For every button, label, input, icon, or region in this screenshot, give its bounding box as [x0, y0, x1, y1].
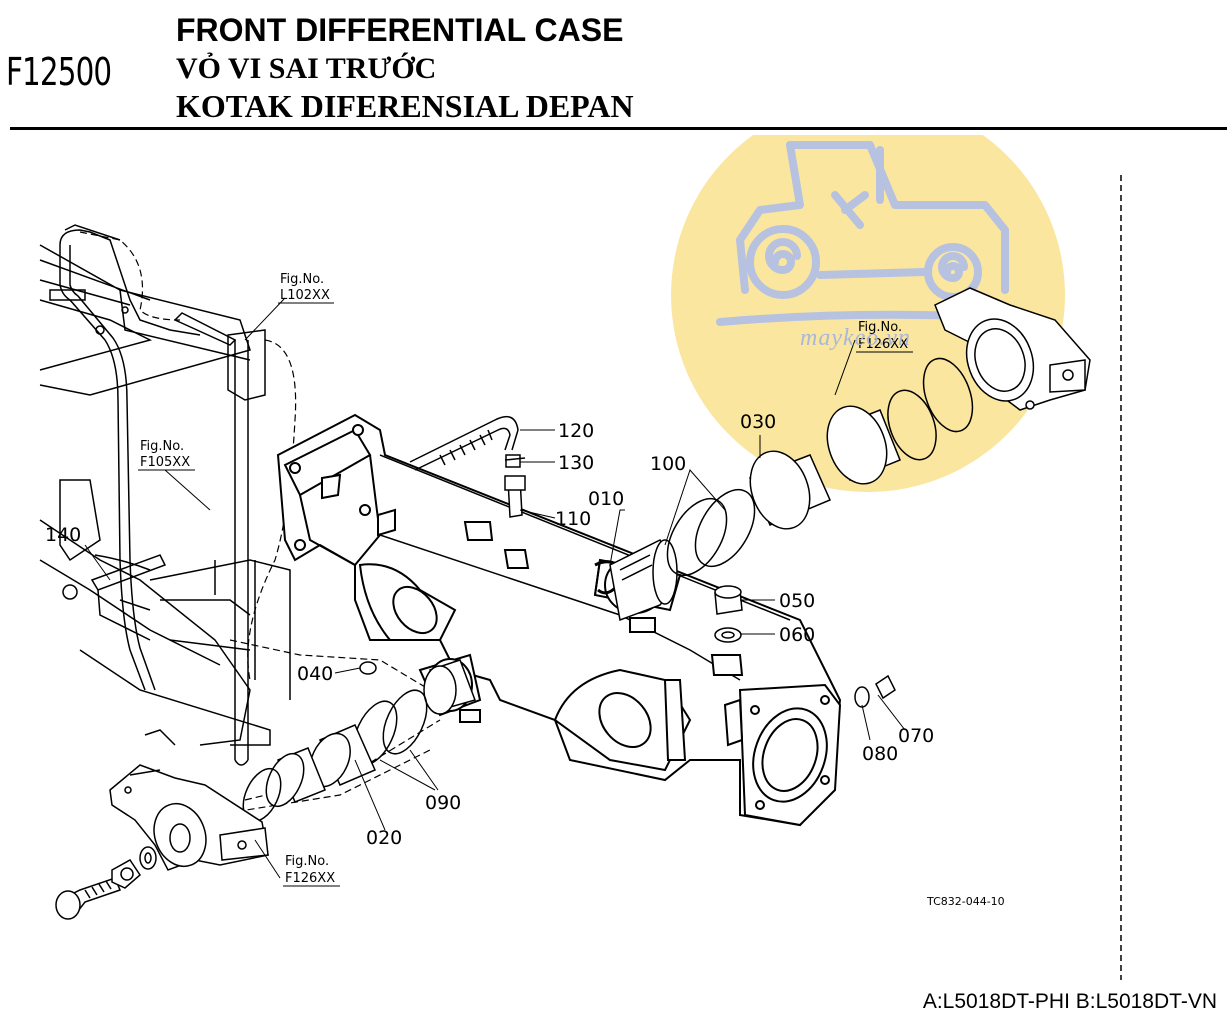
ref-code-f126-left: F126XX — [285, 871, 335, 886]
breather-tube-120 — [409, 415, 526, 471]
ref-code-l102: L102XX — [280, 288, 330, 303]
title-vietnamese: VỎ VI SAI TRƯỚC — [176, 52, 437, 85]
ref-label-f126-left: Fig.No. — [285, 854, 329, 869]
title-indonesian: KOTAK DIFERENSIAL DEPAN — [176, 88, 634, 124]
callout-130: 130 — [558, 452, 594, 474]
callout-080: 080 — [862, 743, 898, 765]
callout-020: 020 — [366, 827, 402, 849]
callout-070: 070 — [898, 725, 934, 747]
callout-010: 010 — [588, 488, 624, 510]
exploded-parts-diagram: 120 130 110 010 100 030 050 060 070 080 … — [39, 135, 1122, 980]
figure-references: Fig.No. L102XX Fig.No. F105XX Fig.No. F1… — [138, 272, 913, 887]
ref-code-f105: F105XX — [140, 455, 190, 470]
tractor-frame — [39, 244, 291, 746]
watermark — [671, 135, 1065, 492]
callout-030: 030 — [740, 411, 776, 433]
header-rule — [10, 127, 1227, 130]
callout-110: 110 — [555, 508, 591, 530]
page-header: F12500 FRONT DIFFERENTIAL CASE VỎ VI SAI… — [0, 0, 1227, 135]
callout-120: 120 — [558, 420, 594, 442]
drawing-code: TC832-044-10 — [926, 895, 1005, 908]
left-axle-bracket — [109, 764, 269, 871]
callouts: 120 130 110 010 100 030 050 060 070 080 … — [45, 411, 934, 849]
bearings-and-seals — [242, 357, 974, 823]
callout-140: 140 — [45, 524, 81, 546]
callout-090: 090 — [425, 792, 461, 814]
bolt-nut-washer — [55, 846, 157, 920]
ref-label-f126-right: Fig.No. — [858, 320, 902, 335]
callout-060: 060 — [779, 624, 815, 646]
ref-label-l102: Fig.No. — [280, 272, 324, 287]
right-axle-bracket — [934, 287, 1091, 411]
callout-040: 040 — [297, 663, 333, 685]
ref-label-f105: Fig.No. — [140, 439, 184, 454]
banjo-bolt-110 — [504, 475, 526, 518]
title-english: FRONT DIFFERENTIAL CASE — [176, 12, 624, 48]
model-codes: A:L5018DT-PHI B:L5018DT-VN — [922, 990, 1217, 1013]
callout-100: 100 — [650, 453, 686, 475]
leader-lines — [84, 297, 906, 879]
ref-code-f126-right: F126XX — [858, 337, 908, 352]
watermark-text: maykeo.vn — [800, 325, 911, 351]
breather-pipe-assembly — [49, 224, 266, 766]
callout-050: 050 — [779, 590, 815, 612]
figure-code: F12500 — [6, 50, 112, 94]
